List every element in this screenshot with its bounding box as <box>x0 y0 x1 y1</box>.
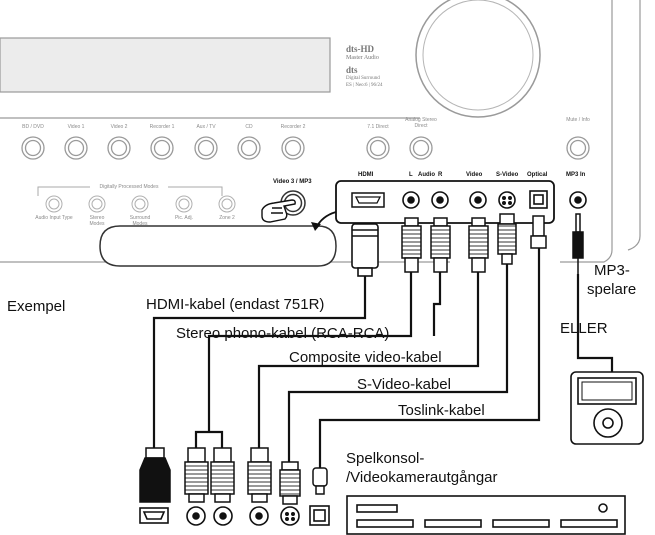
button-video2[interactable] <box>107 136 131 160</box>
dts-logo: dts <box>346 65 358 75</box>
hdmi-cable-label: HDMI-kabel (endast 751R) <box>146 296 325 313</box>
svideo-cable <box>287 264 509 462</box>
optical-jack <box>529 190 548 209</box>
console-label-line2: /Videokameraut­gångar <box>346 469 498 486</box>
flip-down-door[interactable] <box>99 225 337 267</box>
label-audio: Audio <box>418 172 435 178</box>
example-label: Exempel <box>7 298 66 315</box>
label-recorder2: Recorder 2 <box>280 124 306 130</box>
composite-cable <box>257 272 480 448</box>
label-audio-l: L <box>409 172 413 178</box>
or-label: ELLER <box>560 320 608 337</box>
label-audio-r: R <box>438 172 443 178</box>
mp3-plug <box>572 213 584 274</box>
label-mp3-in: MP3 In <box>566 172 586 178</box>
stereo-cable-label: Stereo phono-kabel (RCA-RCA) <box>176 325 390 342</box>
label-zone2: Zone 2 <box>219 215 235 221</box>
console-label-line1: Spelkonsol- <box>346 450 425 467</box>
rca-plug-right-receiver <box>430 217 451 273</box>
master-audio-label: Master Audio <box>346 55 379 61</box>
svideo-output-jack <box>280 506 300 526</box>
svideo-jack <box>498 191 516 209</box>
label-audio-input-type: Audio Input Type <box>35 215 73 221</box>
rca-plug-left-device <box>184 447 209 503</box>
hdmi-plug-device <box>139 447 171 503</box>
label-video1: Video 1 <box>67 124 85 130</box>
toslink-plug-device <box>312 467 328 495</box>
label-surround-modes: Surround Modes <box>129 215 151 227</box>
game-console-icon <box>346 495 626 535</box>
dts-formats-label: ES | Neo:6 | 96/24 <box>346 83 383 88</box>
button-stereo-modes[interactable] <box>88 195 106 213</box>
button-audio-input-type[interactable] <box>45 195 63 213</box>
svideo-plug-receiver <box>497 213 517 265</box>
mp3-in-jack <box>569 191 587 209</box>
hdmi-cable <box>152 276 367 448</box>
mp3-player-label-line1: MP3- <box>594 262 630 279</box>
label-svideo-jack: S-Video <box>496 172 519 178</box>
rca-plug-left-receiver <box>401 217 422 273</box>
label-71-direct: 7.1 Direct <box>367 124 389 130</box>
toslink-cable <box>318 248 541 468</box>
label-cd: CD <box>245 124 253 130</box>
label-aux-tv: Aux / TV <box>196 124 216 130</box>
mp3-player-icon <box>570 371 644 445</box>
button-surround-modes[interactable] <box>131 195 149 213</box>
audio-l-jack <box>402 191 420 209</box>
pointing-hand-icon <box>261 199 296 223</box>
label-video3-mp3: Video 3 / MP3 <box>273 179 312 185</box>
label-video-jack: Video <box>466 172 483 178</box>
button-aux-tv[interactable] <box>194 136 218 160</box>
modes-header: Digitally Processed Modes <box>99 184 159 190</box>
label-mute-info: Mute / Info <box>566 117 590 123</box>
button-bd-dvd[interactable] <box>21 136 45 160</box>
button-recorder1[interactable] <box>150 136 174 160</box>
rca-plug-video-receiver <box>468 217 489 273</box>
stereo-cable-join <box>194 430 224 448</box>
toslink-plug-receiver <box>530 215 547 249</box>
rca-plug-right-device <box>210 447 235 503</box>
stereo-cable-right <box>432 272 442 336</box>
digital-surround-label: Digital Surround <box>346 76 380 81</box>
button-zone2[interactable] <box>218 195 236 213</box>
audio-right-output-jack <box>213 506 233 526</box>
label-analog-stereo-direct: Analog Stereo Direct <box>405 117 437 129</box>
button-cd[interactable] <box>237 136 261 160</box>
label-bd-dvd: BD / DVD <box>22 124 44 130</box>
button-pic-adj[interactable] <box>175 195 193 213</box>
label-pic-adj: Pic. Adj. <box>174 215 194 221</box>
button-recorder2[interactable] <box>281 136 305 160</box>
svideo-plug-device <box>279 461 301 505</box>
volume-knob[interactable] <box>415 0 541 118</box>
label-stereo-modes: Stereo Modes <box>89 215 105 227</box>
button-analog-stereo-direct[interactable] <box>409 136 433 160</box>
toslink-cable-label: Toslink-kabel <box>398 402 485 419</box>
optical-output-jack <box>309 505 330 526</box>
button-71-direct[interactable] <box>366 136 390 160</box>
button-video1[interactable] <box>64 136 88 160</box>
svideo-cable-label: S-Video-kabel <box>357 376 451 393</box>
composite-cable-label: Composite video-kabel <box>289 349 442 366</box>
label-video2: Video 2 <box>110 124 128 130</box>
display-window <box>0 37 331 93</box>
mp3-player-label-line2: spelare <box>587 281 637 298</box>
mp3-cable <box>576 274 614 372</box>
button-mute-info[interactable] <box>566 136 590 160</box>
audio-r-jack <box>431 191 449 209</box>
stereo-cable-left <box>207 272 413 432</box>
hdmi-output-jack <box>139 507 169 524</box>
video-jack <box>469 191 487 209</box>
rca-plug-video-device <box>247 447 272 503</box>
label-optical-jack: Optical <box>527 172 548 178</box>
label-recorder1: Recorder 1 <box>149 124 175 130</box>
audio-left-output-jack <box>186 506 206 526</box>
dts-hd-logo: dts-HD <box>346 44 375 54</box>
hdmi-plug-receiver <box>351 223 379 277</box>
video-output-jack <box>249 506 269 526</box>
label-hdmi-jack: HDMI <box>358 172 374 178</box>
hdmi-jack <box>351 192 385 208</box>
